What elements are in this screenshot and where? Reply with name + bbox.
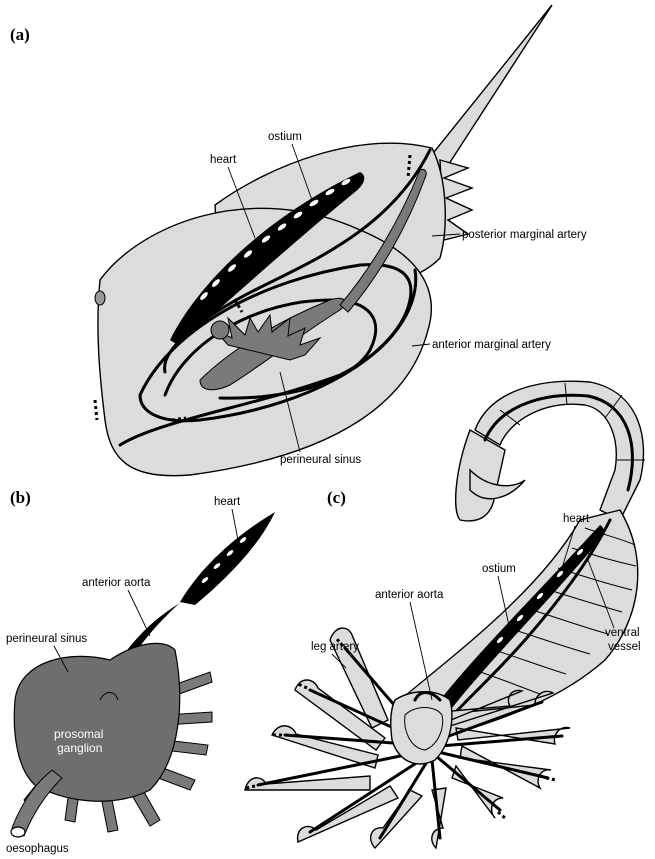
- label-a-ostium: ostium: [268, 131, 302, 143]
- opisthosoma-spines: [439, 159, 475, 241]
- panel-c: (c): [244, 380, 645, 850]
- label-c-vessel: vessel: [608, 641, 641, 653]
- leader-c-leg-artery: [331, 653, 347, 669]
- artery-dash-3: [233, 299, 244, 313]
- leg-artery-dashes: [245, 637, 557, 820]
- artery-dash-1: [93, 399, 99, 421]
- ganglion-branches-a: [214, 313, 322, 361]
- perineural-cord-a: [339, 169, 427, 313]
- leader-c-ventral-vessel: [587, 559, 615, 629]
- leader-a-heart: [227, 166, 256, 239]
- label-b-ganglion: ganglion: [57, 741, 102, 755]
- metasoma: [474, 380, 645, 521]
- leader-b-anterior-aorta: [127, 589, 151, 637]
- panel-a-label: (a): [10, 25, 30, 44]
- prosomal-ganglion: [13, 642, 181, 802]
- leader-c-ostium: [497, 575, 511, 631]
- panel-b-label: (b): [10, 488, 31, 507]
- inner-marginal-loop: [138, 263, 413, 423]
- legs: [244, 627, 571, 850]
- heart-b: [180, 512, 275, 605]
- label-c-heart: heart: [563, 513, 590, 525]
- tail-artery: [483, 393, 634, 492]
- leader-c-anterior-aorta: [409, 601, 433, 701]
- ostia-c: [496, 548, 584, 644]
- leader-b-heart: [231, 508, 239, 541]
- leader-a-ostium: [291, 143, 313, 201]
- ostia-b: [201, 537, 247, 583]
- artery-dash-4: [406, 154, 412, 179]
- compound-eye: [94, 290, 106, 306]
- artery-dash-2: [171, 416, 187, 422]
- label-a-anterior-marginal-artery: anterior marginal artery: [432, 339, 551, 351]
- oesophagus-a: [210, 320, 230, 340]
- leader-a-anterior-marginal-artery: [411, 343, 431, 347]
- ganglion-aorta-entry: [99, 692, 119, 701]
- panel-c-label: (c): [327, 488, 346, 507]
- oesophagus-opening: [10, 826, 26, 838]
- label-b-anterior-aorta: anterior aorta: [82, 577, 151, 589]
- label-b-oesophagus: oesophagus: [6, 843, 69, 855]
- leader-a-posterior-marginal-artery: [431, 233, 461, 237]
- panel-b: (b) heart anterior aorta: [6, 488, 275, 855]
- heart-a: [170, 172, 365, 345]
- label-a-heart: heart: [210, 154, 237, 166]
- label-c-leg-artery: leg artery: [311, 641, 359, 653]
- aorta-loop-c: [404, 707, 444, 751]
- label-a-posterior-marginal-artery: posterior marginal artery: [462, 229, 587, 241]
- sting: [469, 468, 526, 500]
- label-a-perineural-sinus: perineural sinus: [280, 454, 361, 466]
- anterior-marginal-artery-line: [118, 268, 418, 447]
- label-c-ostium: ostium: [482, 563, 516, 575]
- ostia-a: [200, 178, 351, 300]
- label-c-ventral: ventral: [605, 627, 640, 639]
- panel-a: (a): [10, 4, 587, 477]
- leader-c-heart: [561, 525, 576, 569]
- anterior-aorta-c-line: [413, 691, 442, 702]
- oesophagus-tube: [11, 769, 63, 837]
- label-b-heart: heart: [214, 496, 241, 508]
- label-c-anterior-aorta: anterior aorta: [375, 589, 444, 601]
- leg-arteries: [256, 646, 564, 840]
- leader-b-perineural-sinus: [53, 645, 69, 673]
- label-b-perineural-sinus: perineural sinus: [6, 633, 87, 645]
- label-b-prosomal: prosomal: [54, 727, 103, 741]
- leader-a-perineural-sinus: [279, 371, 301, 453]
